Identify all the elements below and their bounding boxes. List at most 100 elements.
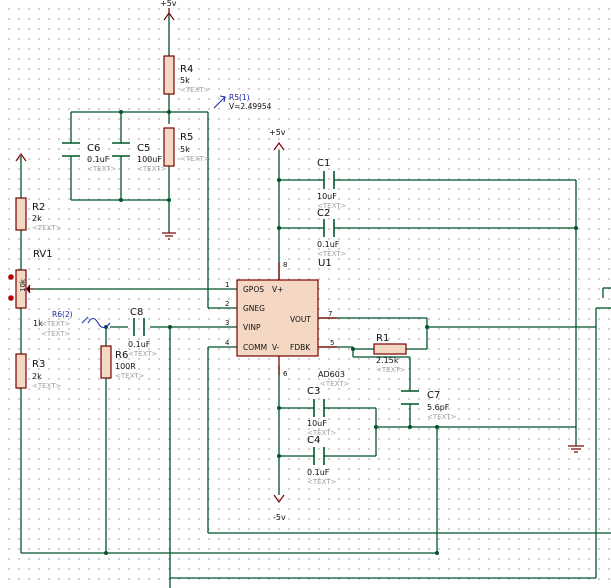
potentiometer-rv1-ref: RV1 — [33, 249, 53, 260]
capacitor-c1-placeholder: <TEXT> — [317, 202, 347, 210]
resistor-r4[interactable]: R4 5k <TEXT> — [163, 55, 210, 95]
power-minus-opamp-label: -5v — [273, 513, 286, 522]
capacitor-c6-ref: C6 — [87, 143, 100, 154]
capacitor-c4-placeholder: <TEXT> — [307, 478, 337, 486]
pin-8-number: 8 — [283, 261, 287, 269]
resistor-r2-ref: R2 — [32, 202, 45, 213]
resistor-r6[interactable]: R6 100R <TEXT> — [100, 345, 145, 380]
power-minus-opamp[interactable]: -5v — [273, 494, 286, 522]
capacitor-c7-ref: C7 — [427, 390, 440, 401]
capacitor-c8[interactable]: C8 0.1uF <TEXT> — [128, 307, 158, 358]
capacitor-c2-placeholder: <TEXT> — [317, 250, 347, 258]
pin-gneg-name: GNEG — [243, 304, 265, 313]
capacitor-c6-placeholder: <TEXT> — [87, 165, 117, 173]
capacitor-c5-ref: C5 — [137, 143, 150, 154]
capacitor-c8-ref: C8 — [130, 307, 143, 318]
resistor-r6-placeholder: <TEXT> — [115, 372, 145, 380]
ic-u1-ref: U1 — [318, 258, 332, 269]
pin-1-number: 1 — [225, 281, 229, 289]
resistor-r1-value: 2.15k — [376, 356, 399, 365]
resistor-r2-value: 2k — [32, 214, 42, 223]
resistor-r2[interactable]: R2 2k <TEXT> — [15, 197, 62, 232]
probe-r6-arrow-icon — [81, 316, 89, 324]
resistor-r1-placeholder: <TEXT> — [376, 366, 406, 374]
voltage-probe-r5[interactable]: R5(1) V=2.49954 — [213, 93, 272, 111]
power-plus-top-label: +5v — [160, 0, 177, 8]
pin-vinp-name: VINP — [243, 323, 261, 332]
probe-r6-label: R6(2) — [52, 310, 73, 319]
capacitor-c2[interactable]: C2 0.1uF <TEXT> — [317, 208, 347, 258]
ic-u1-ad603[interactable]: GPOS V+ GNEG VOUT VINP COMM V- FDBK 1 2 … — [225, 258, 350, 388]
resistor-r5[interactable]: R5 5k <TEXT> — [163, 127, 210, 167]
probe-r5-label: R5(1) — [229, 93, 250, 102]
capacitor-c8-placeholder: <TEXT> — [128, 350, 158, 358]
resistor-r3-value: 2k — [32, 372, 42, 381]
resistor-r3-placeholder: <TEXT> — [32, 382, 62, 390]
ac-source-r6-placeholder-2: <TEXT> — [41, 330, 71, 338]
ic-u1-part: AD603 — [318, 370, 345, 379]
ac-source-r6[interactable]: R6(2) 1k <TEXT> <TEXT> — [33, 310, 111, 338]
capacitor-c3-placeholder: <TEXT> — [307, 429, 337, 437]
capacitor-c1-value: 10uF — [317, 192, 337, 201]
capacitor-c7-placeholder: <TEXT> — [427, 413, 457, 421]
pin-4-number: 4 — [225, 339, 230, 347]
ground-symbol-right[interactable] — [568, 438, 584, 453]
pin-comm-name: COMM — [243, 343, 267, 352]
capacitor-c7-value: 5.6pF — [427, 403, 450, 412]
pin-2-number: 2 — [225, 300, 229, 308]
pin-6-number: 6 — [283, 370, 288, 378]
pin-vout-name: VOUT — [290, 315, 311, 324]
pin-vminus-name: V- — [272, 343, 280, 352]
ground-symbol-divider[interactable] — [162, 232, 176, 240]
pin-3-number: 3 — [225, 319, 229, 327]
pin-vplus-name: V+ — [272, 285, 283, 294]
resistor-r6-ref: R6 — [115, 350, 128, 361]
resistor-r2-placeholder: <TEXT> — [32, 224, 62, 232]
capacitor-c4-value: 0.1uF — [307, 468, 330, 477]
potentiometer-rv1[interactable]: RV1 10k — [8, 249, 53, 309]
capacitor-c3-value: 10uF — [307, 419, 327, 428]
capacitor-c2-ref: C2 — [317, 208, 330, 219]
probe-arrow-icon — [213, 95, 227, 109]
pin-7-number: 7 — [328, 310, 332, 318]
capacitor-c5-placeholder: <TEXT> — [137, 165, 167, 173]
resistor-r4-placeholder: <TEXT> — [180, 86, 210, 94]
capacitor-c2-value: 0.1uF — [317, 240, 340, 249]
power-plus-opamp[interactable]: +5v — [269, 128, 286, 151]
capacitor-c7[interactable]: C7 5.6pF <TEXT> — [401, 390, 457, 421]
resistor-r5-value: 5k — [180, 145, 190, 154]
power-plus-top[interactable]: +5v — [160, 0, 177, 21]
resistor-r1[interactable]: R1 2.15k <TEXT> — [373, 333, 407, 374]
capacitor-c3-ref: C3 — [307, 386, 320, 397]
ac-source-r6-placeholder-1: <TEXT> — [41, 320, 71, 328]
resistor-r3-ref: R3 — [32, 359, 45, 370]
potentiometer-rv1-value: 10k — [19, 278, 27, 292]
junctions — [104, 110, 578, 555]
capacitor-c1[interactable]: C1 10uF <TEXT> — [317, 158, 347, 210]
ic-u1-placeholder: <TEXT> — [320, 380, 350, 388]
resistor-r4-ref: R4 — [180, 64, 193, 75]
resistor-r4-value: 5k — [180, 76, 190, 85]
rv1-decrease-icon[interactable] — [8, 295, 14, 301]
sine-wave-icon — [87, 317, 111, 329]
capacitor-c5[interactable]: C5 100uF <TEXT> — [112, 142, 167, 173]
resistor-r5-placeholder: <TEXT> — [180, 155, 210, 163]
ac-source-r6-value: 1k — [33, 319, 43, 328]
power-plus-left[interactable] — [15, 152, 27, 162]
resistor-r5-ref: R5 — [180, 132, 193, 143]
rv1-increase-icon[interactable] — [8, 274, 14, 280]
pin-gpos-name: GPOS — [243, 285, 264, 294]
capacitor-c8-value: 0.1uF — [128, 340, 151, 349]
capacitor-c5-value: 100uF — [137, 155, 162, 164]
capacitor-c6-value: 0.1uF — [87, 155, 110, 164]
capacitor-c4[interactable]: C4 0.1uF <TEXT> — [307, 435, 337, 486]
probe-r5-value: V=2.49954 — [229, 102, 272, 111]
capacitor-c1-ref: C1 — [317, 158, 330, 169]
capacitor-c3[interactable]: C3 10uF <TEXT> — [307, 386, 337, 437]
resistor-r3[interactable]: R3 2k <TEXT> — [15, 353, 62, 390]
pin-fdbk-name: FDBK — [290, 343, 311, 352]
pin-5-number: 5 — [330, 339, 334, 347]
capacitor-c4-ref: C4 — [307, 435, 320, 446]
capacitor-c6[interactable]: C6 0.1uF <TEXT> — [62, 142, 117, 173]
